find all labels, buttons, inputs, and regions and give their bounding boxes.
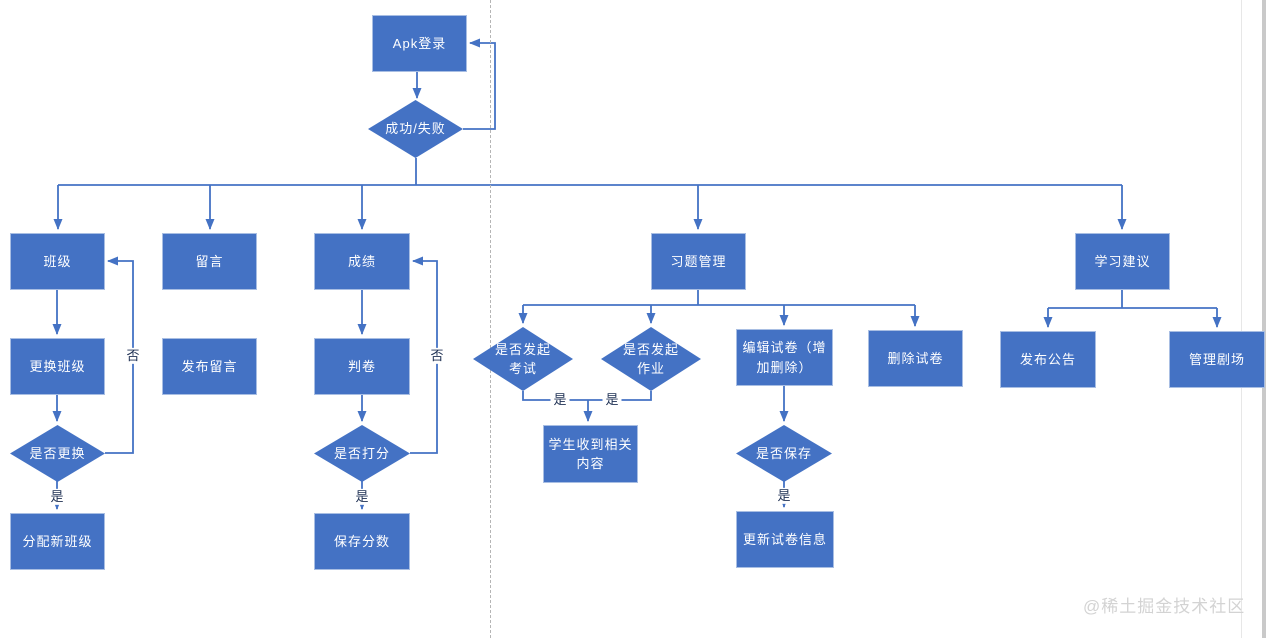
node-label-exam-decision: 是否发起 考试: [494, 341, 551, 377]
node-label-apk-login: Apk登录: [392, 35, 447, 51]
node-label-publish-notice: 发布公告: [1019, 351, 1076, 367]
node-message: 留言: [162, 233, 257, 290]
node-login-result: 成功/失败: [368, 100, 463, 158]
node-save-score: 保存分数: [314, 513, 410, 570]
node-label-exercise-mgmt: 习题管理: [670, 253, 727, 269]
node-label-save-score: 保存分数: [333, 533, 390, 549]
node-grade-paper: 判卷: [314, 338, 410, 395]
node-update-paper: 更新试卷信息: [736, 511, 834, 568]
node-label-study-advice: 学习建议: [1094, 253, 1151, 269]
node-post-message: 发布留言: [162, 338, 257, 395]
node-grade-decision: 是否打分: [314, 425, 410, 482]
edge-label-save-yes-label: 是: [774, 487, 794, 505]
node-edit-paper: 编辑试卷（增 加删除）: [736, 329, 833, 386]
right-edge-light-line: [1241, 0, 1242, 638]
node-change-decision: 是否更换: [10, 425, 105, 482]
node-score: 成绩: [314, 233, 410, 290]
node-label-score: 成绩: [347, 253, 376, 269]
node-label-save-decision: 是否保存: [755, 445, 812, 461]
node-label-manage-theater: 管理剧场: [1188, 351, 1245, 367]
node-label-post-message: 发布留言: [181, 358, 238, 374]
node-label-update-paper: 更新试卷信息: [742, 531, 827, 547]
node-class: 班级: [10, 233, 105, 290]
node-label-login-result: 成功/失败: [385, 121, 446, 137]
node-delete-paper: 删除试卷: [868, 330, 963, 387]
node-label-message: 留言: [195, 253, 224, 269]
edge-label-homework-yes-label: 是: [602, 391, 622, 409]
node-change-class: 更换班级: [10, 338, 105, 395]
node-label-edit-paper: 编辑试卷（增 加删除）: [742, 340, 827, 375]
watermark-text: @稀土掘金技术社区: [1083, 597, 1246, 616]
node-label-change-class: 更换班级: [29, 358, 86, 374]
node-assign-class: 分配新班级: [10, 513, 105, 570]
node-label-homework-decision: 是否发起 作业: [622, 341, 679, 377]
node-exam-decision: 是否发起 考试: [473, 327, 573, 391]
node-label-grade-paper: 判卷: [347, 358, 376, 374]
node-homework-decision: 是否发起 作业: [601, 327, 701, 391]
edge-label-grade-yes-label: 是: [352, 488, 372, 506]
node-exercise-mgmt: 习题管理: [651, 233, 746, 290]
edge-result-fail-loop: [463, 38, 496, 130]
node-save-decision: 是否保存: [736, 425, 832, 482]
node-label-grade-decision: 是否打分: [333, 445, 390, 461]
node-study-advice: 学习建议: [1075, 233, 1170, 290]
node-student-receive: 学生收到相关 内容: [543, 425, 638, 483]
node-manage-theater: 管理剧场: [1169, 331, 1265, 388]
node-apk-login: Apk登录: [372, 15, 467, 72]
node-label-student-receive: 学生收到相关 内容: [548, 436, 633, 472]
node-label-delete-paper: 删除试卷: [887, 350, 944, 366]
edge-label-grade-no-label: 否: [427, 347, 447, 365]
page-separator-dashed-line: [490, 0, 491, 638]
node-label-assign-class: 分配新班级: [22, 533, 93, 549]
edge-label-exam-yes-label: 是: [550, 391, 570, 409]
right-edge-gray-line: [1262, 0, 1266, 638]
node-label-change-decision: 是否更换: [29, 445, 86, 461]
edge-label-change-no-label: 否: [123, 347, 143, 365]
edge-label-change-yes-label: 是: [47, 488, 67, 506]
node-publish-notice: 发布公告: [1000, 331, 1096, 388]
node-label-class: 班级: [43, 253, 72, 269]
